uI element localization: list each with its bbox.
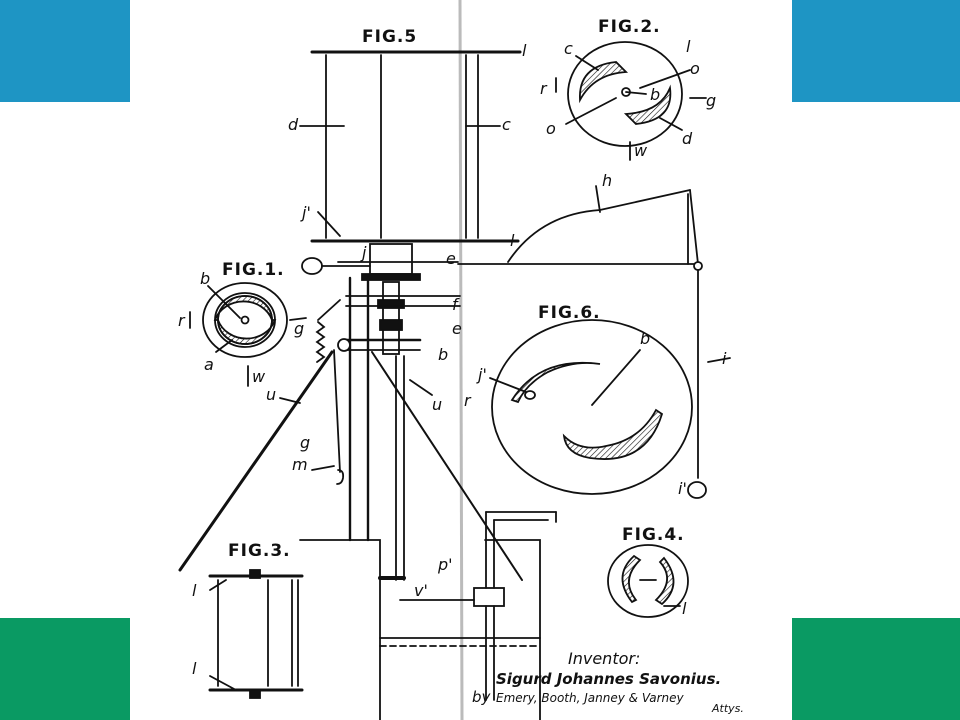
fig3-title: FIG.3. — [228, 541, 291, 561]
fig1-label: b — [200, 269, 210, 288]
fig5-label: f — [452, 295, 460, 314]
fig5-label: u — [266, 385, 276, 404]
fig1-title: FIG.1. — [222, 260, 285, 280]
inventor-attys: Attys. — [711, 702, 744, 715]
fig5-label: u — [432, 395, 442, 414]
fig5-ground-and-water — [299, 511, 557, 720]
fig1-label: w — [252, 367, 266, 386]
fig2-label: o — [546, 119, 556, 138]
fig5-shaft-and-bearings — [301, 243, 459, 355]
fig6-label: b — [640, 329, 650, 348]
fig5-label: m — [292, 455, 308, 474]
fig6-label: j' — [476, 365, 487, 384]
fig2-label: w — [634, 141, 648, 160]
fig2-label: d — [682, 129, 693, 148]
fig4-title: FIG.4. — [622, 525, 685, 545]
fig5-label: c — [502, 115, 511, 134]
fig6-disc — [489, 319, 693, 495]
fig5-label: e — [446, 249, 456, 268]
fig5-tower — [178, 276, 523, 581]
fig5-label: l — [510, 231, 515, 250]
fig2-label: c — [564, 39, 573, 58]
fig5-label: v' — [414, 581, 428, 600]
inventor-name: Sigurd Johannes Savonius. — [496, 670, 721, 688]
bottom-left-green-bar — [0, 618, 130, 720]
fig5-label: j — [360, 243, 367, 262]
fig2-rotor-section — [555, 41, 707, 161]
fig2-label: o — [690, 59, 700, 78]
fig5-label: d — [288, 115, 299, 134]
inventor-by: by — [472, 688, 492, 706]
fig5-label: g — [300, 433, 310, 452]
top-right-blue-bar — [792, 0, 960, 102]
fig5-label: j' — [300, 203, 311, 222]
fig2-label: b — [650, 85, 660, 104]
scan-fold-line — [458, 0, 464, 720]
fig6-label: i — [722, 349, 727, 368]
fig4-rotor-section — [607, 544, 689, 618]
fig5-label: l — [522, 41, 527, 60]
fig2-label: l — [686, 37, 691, 56]
fig3-rotor-elevation — [208, 569, 304, 699]
fig5-rotor — [299, 50, 522, 243]
fig5-label: e — [452, 319, 462, 338]
fig3-label: l — [192, 659, 197, 678]
fig2-title: FIG.2. — [598, 17, 661, 37]
fig6-label: i' — [678, 479, 687, 498]
top-left-blue-bar — [0, 0, 130, 102]
fig2-label: g — [706, 91, 716, 110]
fig1-label: g — [294, 319, 304, 338]
fig3-label: l — [192, 581, 197, 600]
fig2-label: r — [540, 79, 548, 98]
inventor-heading: Inventor: — [568, 649, 640, 668]
fig6-vane — [457, 185, 731, 499]
fig6-label: r — [464, 391, 472, 410]
fig5-label: b — [438, 345, 448, 364]
fig4-label: l — [682, 599, 687, 618]
inventor-attorneys: Emery, Booth, Janney & Varney — [496, 691, 685, 705]
fig1-label: r — [178, 311, 186, 330]
bottom-right-green-bar — [792, 618, 960, 720]
fig1-label: a — [204, 355, 214, 374]
fig5-title: FIG.5 — [362, 27, 417, 47]
fig6-title: FIG.6. — [538, 303, 601, 323]
fig6-label: h — [602, 171, 612, 190]
fig1-rotor-section — [189, 282, 307, 387]
fig5-label: p' — [437, 555, 453, 574]
